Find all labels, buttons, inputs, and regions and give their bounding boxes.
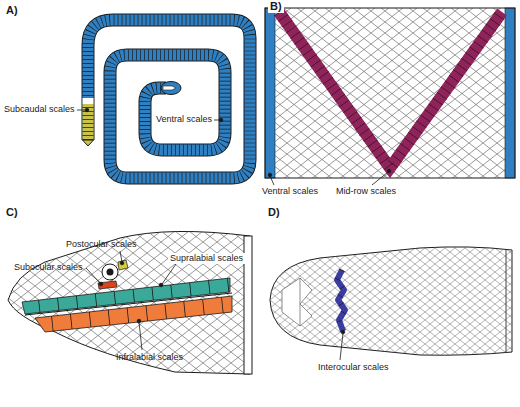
panel-letter: D) [268,206,280,219]
snake-body [83,20,251,178]
scale-label: Infralabial scales [116,352,183,363]
scale-label: Ventral scales [156,114,212,125]
snake-head [161,82,181,95]
scale-label: Interocular scales [318,362,389,373]
panel-letter: B) [268,0,284,13]
leader-lines [77,108,391,360]
scale-label: Ventral scales [262,186,318,197]
scale-label: Subocular scales [14,262,83,273]
scale-label: Postocular scales [66,239,137,250]
head-side-view [8,231,252,374]
scale-label: Mid-row scales [336,186,396,197]
panel-letter: C) [6,206,18,219]
scale-label: Subcaudal scales [4,104,75,115]
panel-letter: A) [6,4,18,17]
scale-rows-panel [265,8,515,178]
scale-label: Supralabial scales [168,253,245,264]
head-top-view [270,247,512,355]
